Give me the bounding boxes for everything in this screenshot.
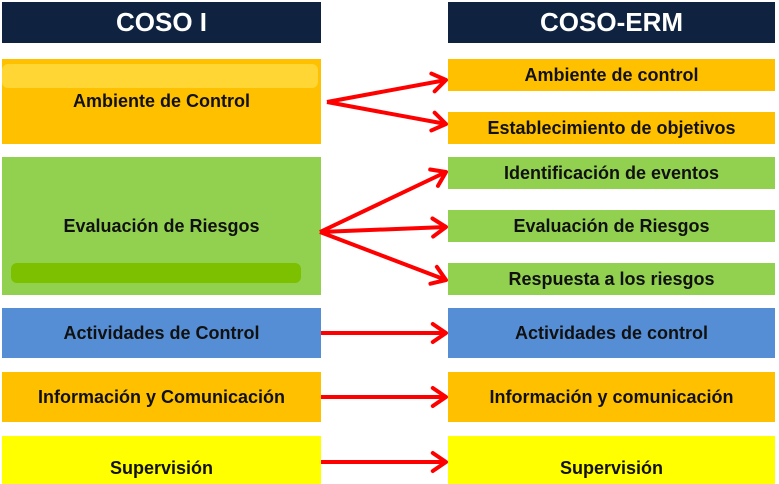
coso-i-ambiente-de-control: Ambiente de Control [2,59,321,144]
arrow [319,167,448,234]
coso-i-evaluacion-de-riesgos: Evaluación de Riesgos [2,157,321,295]
erm-identificacion-de-eventos: Identificación de eventos [448,157,775,189]
coso-i-actividades-de-control: Actividades de Control [2,308,321,358]
arrow [319,230,448,286]
erm-informacion-y-comunicacion: Información y comunicación [448,372,775,422]
arrow [326,71,448,104]
coso-i-informacion-y-comunicacion: Información y Comunicación [2,372,321,422]
erm-respuesta-a-los-riesgos: Respuesta a los riesgos [448,263,775,295]
box-label: Evaluación de Riesgos [513,215,710,236]
header-label: COSO I [115,7,207,37]
box-label: Supervisión [559,457,664,478]
box-label: Ambiente de control [524,64,699,85]
erm-establecimiento-de-objetivos: Establecimiento de objetivos [448,112,775,144]
erm-supervision: Supervisión [448,436,775,484]
arrow [319,216,448,239]
box-label: Información y comunicación [489,386,734,407]
arrow [321,385,448,409]
box-label: Identificación de eventos [503,162,720,183]
box-label: Supervisión [109,457,214,478]
coso-i-header: COSO I [2,2,321,43]
highlight-smudge [2,64,318,88]
box-label: Establecimiento de objetivos [487,117,736,138]
erm-ambiente-de-control: Ambiente de control [448,59,775,91]
header-label: COSO-ERM [540,7,683,37]
box-label: Respuesta a los riesgos [508,268,715,289]
box-label: Actividades de control [514,322,709,343]
arrow [321,321,448,345]
coso-i-supervision: Supervisión [2,436,321,484]
box-label: Información y Comunicación [37,386,286,407]
coso-erm-header: COSO-ERM [448,2,775,43]
erm-actividades-de-control: Actividades de control [448,308,775,358]
highlight-smudge [11,263,301,283]
arrow [321,450,448,474]
box-label: Actividades de Control [63,322,260,343]
box-label: Evaluación de Riesgos [63,215,260,236]
box-label: Ambiente de Control [72,91,250,111]
erm-evaluacion-de-riesgos: Evaluación de Riesgos [448,210,775,242]
arrow [326,100,448,133]
